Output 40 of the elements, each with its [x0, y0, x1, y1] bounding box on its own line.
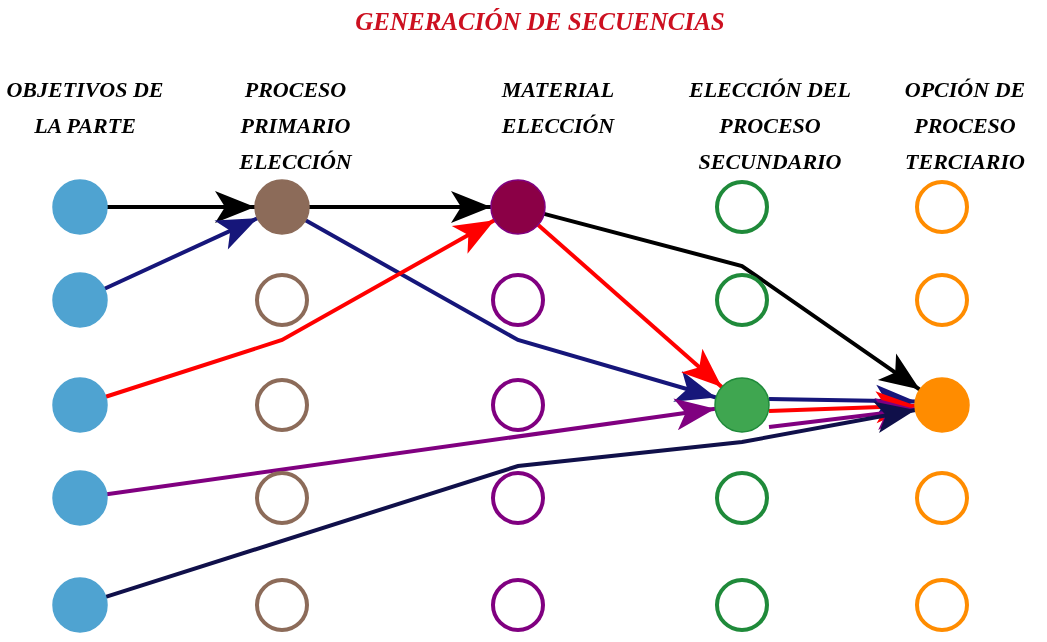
hollow-circle	[713, 576, 771, 634]
hollow-circle	[913, 576, 971, 634]
arrow	[536, 223, 724, 389]
column-heading: PROCESO PRIMARIO ELECCIÓN	[238, 76, 354, 176]
hollow-circle	[489, 469, 547, 527]
arrow	[103, 216, 259, 291]
hollow-circle	[253, 576, 311, 634]
hollow-circle	[489, 376, 547, 434]
hollow-circle	[713, 271, 771, 329]
hollow-circle	[913, 271, 971, 329]
arrow	[304, 218, 717, 402]
hollow-circle	[913, 178, 971, 236]
arrow	[105, 218, 496, 399]
filled-circle	[51, 271, 109, 329]
hollow-circle	[253, 271, 311, 329]
arrow	[543, 211, 921, 392]
arrow	[107, 191, 255, 223]
hollow-circle	[913, 469, 971, 527]
column-heading: OPCIÓN DE PROCESO TERCIARIO	[903, 76, 1027, 176]
filled-circle	[489, 178, 547, 236]
hollow-circle	[253, 376, 311, 434]
hollow-circle	[489, 271, 547, 329]
title: GENERACIÓN DE SECUENCIAS	[354, 8, 726, 36]
arrow	[106, 398, 716, 497]
arrow	[105, 401, 916, 599]
filled-circle	[51, 469, 109, 527]
column-heading: ELECCIÓN DEL PROCESO SECUNDARIO	[688, 76, 852, 176]
filled-circle	[913, 376, 971, 434]
hollow-circle	[253, 469, 311, 527]
hollow-circle	[489, 576, 547, 634]
arrow	[309, 191, 491, 223]
filled-circle	[51, 576, 109, 634]
filled-circle	[51, 376, 109, 434]
filled-circle	[713, 376, 771, 434]
hollow-circle	[713, 178, 771, 236]
filled-circle	[253, 178, 311, 236]
hollow-circle	[713, 469, 771, 527]
filled-circle	[51, 178, 109, 236]
column-heading: MATERIAL ELECCIÓN	[500, 76, 616, 140]
column-heading: OBJETIVOS DE LA PARTE	[5, 76, 165, 140]
